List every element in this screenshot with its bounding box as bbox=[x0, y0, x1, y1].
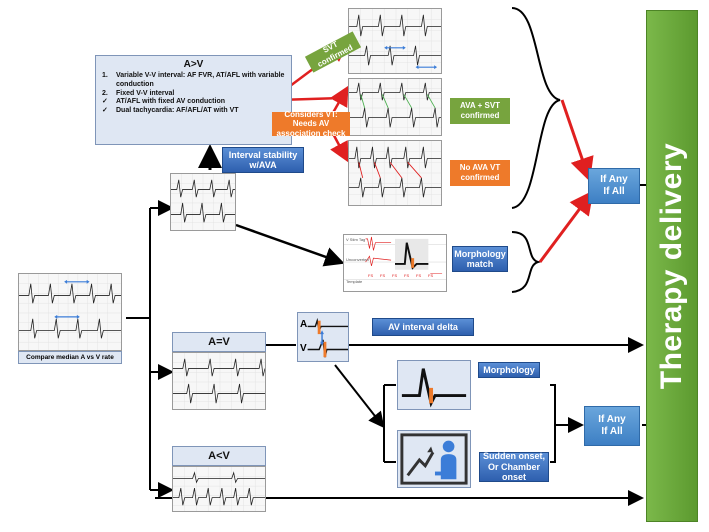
snippet-marker: FS bbox=[404, 273, 410, 278]
if-any-all-box-lower: If Any If All bbox=[584, 406, 640, 446]
sudden-onset-box: Sudden onset, Or Chamber onset bbox=[479, 451, 549, 482]
a-equal-v-title: A=V bbox=[172, 332, 266, 352]
brace-lower bbox=[511, 231, 542, 293]
if-any-label: If Any bbox=[600, 173, 628, 185]
ava-ecg-strip bbox=[348, 78, 442, 136]
therapy-delivery-label: Therapy delivery bbox=[655, 142, 688, 390]
snippet-marker: FS bbox=[416, 273, 422, 278]
brace-upper bbox=[511, 7, 561, 209]
list-item: 1.Variable V-V interval: AF FVR, AT/AFL … bbox=[102, 72, 285, 88]
if-all-label: If All bbox=[603, 186, 625, 197]
a-greater-v-title: A>V bbox=[183, 59, 204, 70]
if-all-label: If All bbox=[601, 426, 623, 437]
snippet-row-label: Template bbox=[346, 279, 363, 284]
compare-ecg-strip bbox=[18, 273, 122, 351]
morphology-icon bbox=[397, 360, 471, 410]
a-greater-v-box: A>V 1.Variable V-V interval: AF FVR, AT/… bbox=[95, 55, 292, 145]
morphology-match-box: Morphology match bbox=[452, 246, 508, 272]
av-delta-v-label: V bbox=[300, 343, 307, 354]
morphology-snippet: V Stim Tag Unconverted Template FS FS FS… bbox=[343, 234, 447, 292]
av-delta-icon: A V bbox=[297, 312, 349, 362]
ava-svt-box: AVA + SVT confirmed bbox=[450, 98, 510, 124]
a-less-v-title: A<V bbox=[172, 446, 266, 466]
compare-label: Compare median A vs V rate bbox=[18, 351, 122, 364]
snippet-marker: FS bbox=[380, 273, 386, 278]
arrow-to-morph-match bbox=[235, 223, 345, 267]
list-item: ✓Dual tachycardia: AF/AFL/AT with VT bbox=[102, 107, 239, 114]
snippet-marker: FS bbox=[368, 273, 374, 278]
snippet-marker: FS bbox=[428, 273, 434, 278]
red-arrow-lower-if bbox=[538, 190, 594, 263]
av-interval-delta-box: AV interval delta bbox=[372, 318, 474, 336]
snippet-row-label: Unconverted bbox=[346, 257, 369, 262]
no-ava-vt-box: No AVA VT confirmed bbox=[450, 160, 510, 186]
sudden-onset-icon bbox=[397, 430, 471, 488]
a-greater-v-ecg bbox=[170, 173, 236, 231]
no-ava-ecg-strip bbox=[348, 140, 442, 206]
if-any-label: If Any bbox=[598, 413, 626, 425]
av-delta-a-label: A bbox=[300, 319, 308, 330]
therapy-delivery-bar: Therapy delivery bbox=[646, 10, 698, 522]
morphology-box: Morphology bbox=[478, 362, 540, 378]
arrow-av-delta-down bbox=[334, 364, 385, 429]
a-greater-v-list: 1.Variable V-V interval: AF FVR, AT/AFL … bbox=[102, 72, 291, 116]
a-less-v-ecg bbox=[172, 466, 266, 512]
snippet-row-label: V Stim Tag bbox=[346, 237, 366, 242]
a-equal-v-ecg bbox=[172, 352, 266, 410]
if-any-all-box-upper: If Any If All bbox=[588, 168, 640, 204]
list-item: ✓AT/AFL with fixed AV conduction bbox=[102, 98, 226, 106]
red-arrow-upper-if bbox=[560, 99, 594, 182]
svt-ecg-strip bbox=[348, 8, 442, 74]
bracket-right bbox=[550, 384, 556, 463]
interval-stability-box: Interval stability w/AVA bbox=[222, 147, 304, 173]
snippet-marker: FS bbox=[392, 273, 398, 278]
considers-vt-box: Considers VT: Needs AV association check bbox=[272, 110, 350, 138]
list-item: 2.Fixed V-V interval bbox=[102, 89, 175, 97]
